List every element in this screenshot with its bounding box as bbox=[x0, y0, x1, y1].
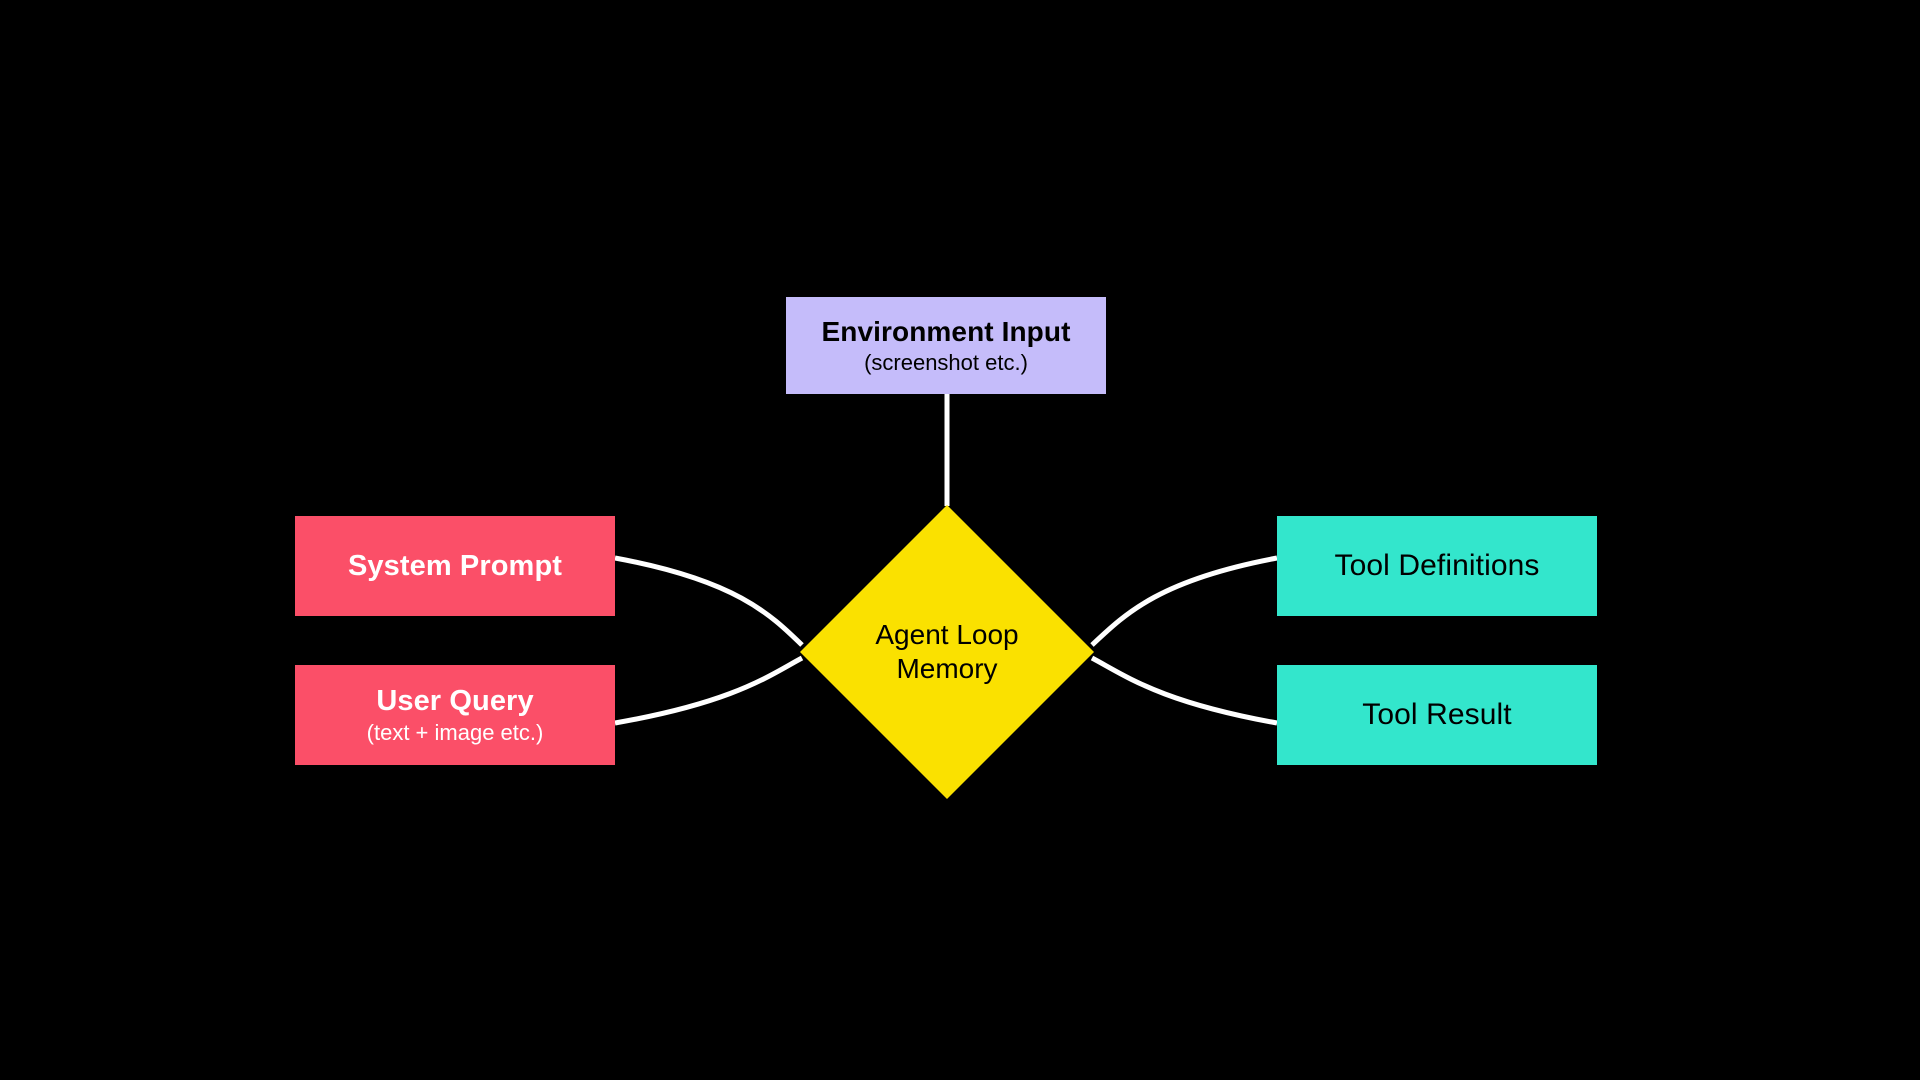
node-agent-loop-memory-title-line1: Agent Loop bbox=[875, 618, 1019, 650]
node-tool-result-title: Tool Result bbox=[1362, 698, 1512, 732]
edge-system-prompt-to-agent-loop bbox=[614, 555, 804, 647]
node-environment-input[interactable]: Environment Input (screenshot etc.) bbox=[786, 297, 1106, 394]
node-tool-definitions[interactable]: Tool Definitions bbox=[1277, 516, 1597, 616]
node-user-query-title: User Query bbox=[376, 684, 534, 717]
node-agent-loop-memory[interactable]: Agent Loop Memory bbox=[800, 505, 1094, 799]
node-environment-input-subtitle: (screenshot etc.) bbox=[864, 350, 1028, 376]
edge-agent-loop-to-tool-result bbox=[1090, 655, 1278, 726]
node-environment-input-title: Environment Input bbox=[821, 316, 1071, 347]
node-agent-loop-memory-title-line2: Memory bbox=[896, 653, 998, 684]
node-user-query-subtitle: (text + image etc.) bbox=[366, 720, 544, 746]
node-tool-result[interactable]: Tool Result bbox=[1277, 665, 1597, 765]
node-system-prompt-title: System Prompt bbox=[347, 549, 563, 582]
node-system-prompt[interactable]: System Prompt bbox=[295, 516, 615, 616]
node-tool-definitions-title: Tool Definitions bbox=[1334, 549, 1540, 583]
node-user-query[interactable]: User Query (text + image etc.) bbox=[295, 665, 615, 765]
edge-user-query-to-agent-loop bbox=[614, 655, 804, 726]
edge-agent-loop-to-tool-definitions bbox=[1090, 555, 1278, 647]
